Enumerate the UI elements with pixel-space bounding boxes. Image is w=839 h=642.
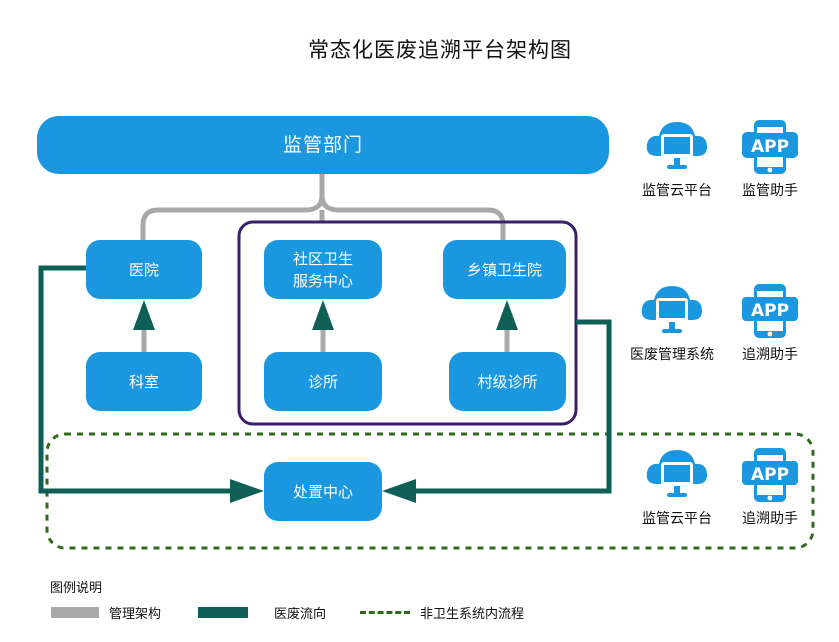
sidebar-item-trace-app: APP 追溯助手	[720, 282, 820, 364]
sidebar-label: 医废管理系统	[630, 347, 714, 363]
township-hospital-node: 乡镇卫生院	[443, 240, 566, 299]
legend-swatch-teal	[198, 606, 248, 618]
sidebar-item-waste-system: 医废管理系统	[616, 282, 728, 364]
legend-swatch-dashed	[360, 610, 410, 614]
sidebar-label: 监管云平台	[642, 511, 712, 527]
app-phone-icon: APP	[742, 284, 798, 338]
waste-flow-primary	[406, 319, 612, 494]
svg-text:APP: APP	[751, 137, 789, 157]
sidebar-item-disposal-cloud: 监管云平台	[627, 446, 727, 528]
app-phone-icon: APP	[742, 120, 798, 174]
department-node: 科室	[86, 352, 202, 411]
regulator-node: 监管部门	[37, 116, 609, 174]
svg-text:APP: APP	[751, 465, 789, 485]
waste-flow-hospital	[38, 265, 240, 494]
waste-flow-arrowhead-right	[382, 479, 416, 503]
legend-item-waste-flow: 医废流向	[198, 603, 327, 622]
disposal-center-node: 处置中心	[264, 462, 382, 521]
clinic-node: 诊所	[264, 352, 382, 411]
sidebar-item-disposal-app: APP 追溯助手	[720, 446, 820, 528]
cloud-monitor-icon	[646, 122, 707, 169]
legend-item-non-health: 非卫生系统内流程	[360, 603, 525, 622]
upward-arrow-clinic	[312, 300, 334, 352]
sidebar-label: 追溯助手	[742, 511, 798, 527]
upward-arrow-village	[496, 300, 518, 352]
cloud-monitor-icon	[646, 450, 707, 497]
svg-text:APP: APP	[751, 301, 789, 321]
sidebar-label: 监管云平台	[642, 183, 712, 199]
sidebar-label: 追溯助手	[742, 347, 798, 363]
management-link-township	[319, 195, 506, 240]
app-phone-icon: APP	[742, 448, 798, 502]
sidebar-item-regulator-cloud: 监管云平台	[627, 118, 727, 200]
waste-flow-arrowhead-left	[230, 479, 264, 503]
legend-label: 非卫生系统内流程	[420, 606, 525, 622]
legend-item-management: 管理架构	[51, 603, 162, 622]
village-clinic-node: 村级诊所	[449, 352, 566, 411]
legend-label: 管理架构	[109, 606, 162, 622]
legend-swatch-gray	[51, 606, 99, 618]
sidebar-item-regulator-app: APP 监管助手	[720, 118, 820, 200]
sidebar-label: 监管助手	[742, 183, 798, 199]
legend-title: 图例说明	[50, 581, 103, 596]
management-link-hospital	[140, 195, 325, 240]
hospital-node: 医院	[86, 240, 202, 299]
legend-label: 医废流向	[274, 606, 327, 622]
diagram-title: 常态化医废追溯平台架构图	[308, 38, 572, 62]
upward-arrow-dept	[133, 300, 155, 352]
community-health-center-node: 社区卫生 服务中心	[264, 240, 382, 299]
cloud-monitor-icon	[641, 286, 702, 333]
